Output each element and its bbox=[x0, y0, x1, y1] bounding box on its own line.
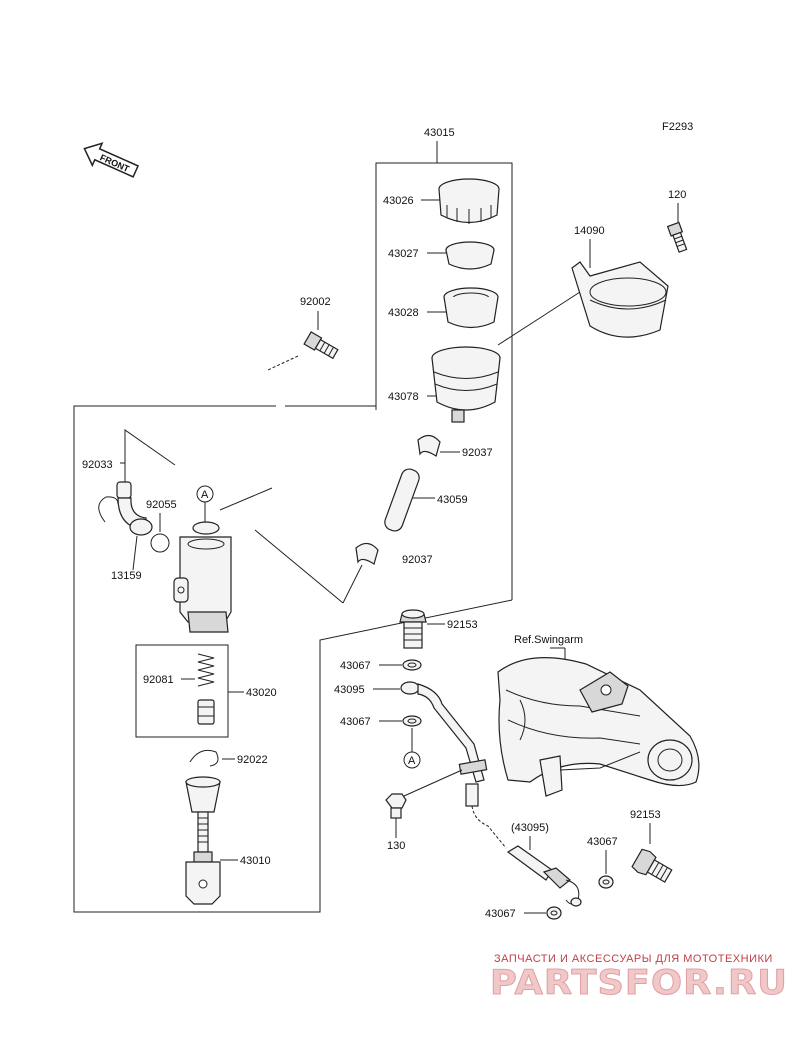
callout-43015: 43015 bbox=[424, 127, 455, 139]
marker-a-upper-label: A bbox=[201, 489, 209, 501]
swingarm bbox=[497, 657, 700, 797]
washer-43067-b bbox=[402, 715, 422, 727]
callout-13159: 13159 bbox=[111, 570, 142, 582]
watermark-logo: PARTSFOR.RU bbox=[490, 963, 788, 1003]
callout-92081: 92081 bbox=[143, 674, 174, 686]
circlip bbox=[98, 496, 119, 523]
washer-43067-d bbox=[546, 906, 562, 920]
callout-43026: 43026 bbox=[383, 195, 414, 207]
reservoir-tank bbox=[431, 346, 501, 423]
bolt-92002 bbox=[303, 331, 339, 360]
callout-92037-lower: 92037 bbox=[402, 554, 433, 566]
reservoir-cap bbox=[438, 178, 500, 224]
ref-swingarm-label: Ref.Swingarm bbox=[514, 634, 583, 646]
watermark-tagline: ЗАПЧАСТИ И АКСЕССУАРЫ ДЛЯ МОТОТЕХНИКИ bbox=[494, 953, 773, 965]
callout-92002: 92002 bbox=[300, 296, 331, 308]
brake-hose-43095 bbox=[400, 681, 488, 807]
marker-a-lower-label: A bbox=[408, 755, 416, 767]
master-cylinder-frame bbox=[73, 405, 513, 913]
washer-43067-a bbox=[402, 659, 422, 671]
callout-43095: 43095 bbox=[334, 684, 365, 696]
callout-43067-c: 43067 bbox=[587, 836, 618, 848]
piston bbox=[197, 699, 215, 725]
banjo-bolt-lower bbox=[631, 848, 673, 883]
banjo-bolt-upper bbox=[399, 609, 427, 649]
push-rod-43010 bbox=[185, 776, 221, 905]
callout-130: 130 bbox=[387, 840, 405, 852]
bolt-130 bbox=[385, 793, 407, 819]
callout-43095-ref: (43095) bbox=[511, 822, 549, 834]
diaphragm bbox=[443, 287, 499, 329]
callout-120: 120 bbox=[668, 189, 686, 201]
callout-92153-upper: 92153 bbox=[447, 619, 478, 631]
diaphragm-plate bbox=[445, 241, 495, 270]
bolt-120 bbox=[666, 221, 688, 253]
callout-43059: 43059 bbox=[437, 494, 468, 506]
reference-marker-a-lower: A bbox=[403, 728, 421, 769]
o-ring-92055 bbox=[150, 533, 170, 553]
callout-92037-upper: 92037 bbox=[462, 447, 493, 459]
callout-43020: 43020 bbox=[246, 687, 277, 699]
washer-43067-c bbox=[598, 875, 614, 889]
circlip-92022 bbox=[189, 749, 219, 767]
master-cylinder-body bbox=[173, 521, 232, 633]
reservoir-hose bbox=[384, 468, 420, 532]
callout-43067-b: 43067 bbox=[340, 716, 371, 728]
callout-43010: 43010 bbox=[240, 855, 271, 867]
callout-14090: 14090 bbox=[574, 225, 605, 237]
reservoir-kit-bracket bbox=[375, 162, 513, 600]
callout-92153-lower: 92153 bbox=[630, 809, 661, 821]
reservoir-holder bbox=[571, 261, 669, 338]
callout-43027: 43027 bbox=[388, 248, 419, 260]
reference-marker-a-upper: A bbox=[196, 485, 214, 524]
collar-13159 bbox=[129, 518, 153, 536]
hose-clamp-lower bbox=[355, 542, 379, 565]
figure-code: F2293 bbox=[662, 121, 693, 133]
callout-43067-a: 43067 bbox=[340, 660, 371, 672]
brake-hose-lower-end bbox=[506, 845, 582, 907]
front-arrow-icon: FRONT bbox=[83, 142, 140, 178]
piston-kit-box bbox=[135, 644, 229, 738]
callout-92055: 92055 bbox=[146, 499, 177, 511]
callout-92033: 92033 bbox=[82, 459, 113, 471]
spring-92081 bbox=[197, 653, 215, 687]
callout-92022: 92022 bbox=[237, 754, 268, 766]
callout-43067-d: 43067 bbox=[485, 908, 516, 920]
callout-43078: 43078 bbox=[388, 391, 419, 403]
hose-clamp-upper bbox=[417, 434, 441, 457]
callout-43028: 43028 bbox=[388, 307, 419, 319]
